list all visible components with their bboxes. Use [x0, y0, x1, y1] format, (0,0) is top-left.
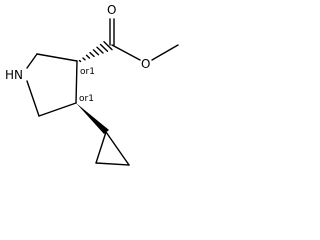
bond-cp3-cp1	[105, 131, 130, 166]
stereo-label-c4: or1	[79, 94, 94, 104]
bond-n1-c2	[26, 53, 38, 69]
bond-cp1-cp2	[95, 131, 107, 164]
molecule-structure-diagram: HN O O or1 or1	[5, 3, 179, 166]
bond-carbonyl-o-ester	[111, 44, 141, 61]
bond-c5-n1	[26, 80, 40, 117]
wedge-bond-c4-cyclopropyl	[76, 103, 109, 134]
atom-label-nh: HN	[5, 68, 23, 82]
bond-c2-c3	[36, 53, 78, 62]
bond-o-methyl	[151, 44, 179, 61]
stereo-label-c3: or1	[80, 67, 95, 77]
hashed-wedge-bond-c3-carbonyl	[78, 41, 113, 63]
bond-cp2-cp3	[95, 162, 130, 166]
bond-c4-c5	[38, 102, 77, 117]
atom-label-ester-oxygen: O	[141, 57, 150, 71]
bond-c3-c4	[75, 60, 78, 104]
atom-label-carbonyl-oxygen: O	[107, 3, 116, 17]
